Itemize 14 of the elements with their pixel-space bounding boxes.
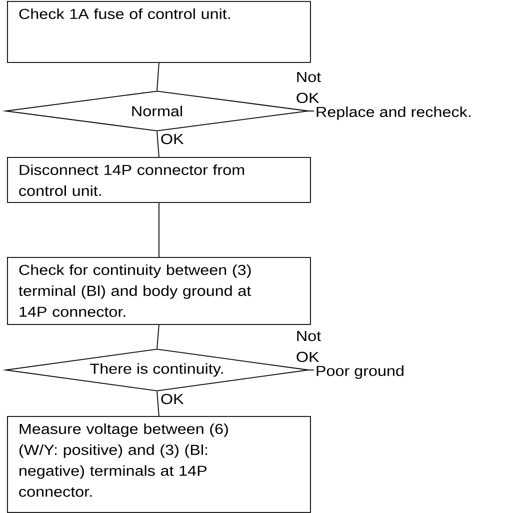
process-box: Check 1A fuse of control unit. [7,1,311,63]
connector-line [156,324,160,349]
connector-line [156,391,160,416]
connector-line [158,202,160,258]
process-box: Measure voltage between (6) (W/Y: positive) and (3) (Bl: negative) terminals at 14P connector. [7,416,311,513]
connector-line [156,62,160,91]
process-box: Check for continuity between (3) terminal (Bl) and body ground at 14P connector. [7,257,311,325]
connector-line [156,131,160,158]
edge-label: OK [159,132,185,146]
result-text: Replace and recheck. [316,106,470,120]
connector-line [308,110,314,112]
result-text: Poor ground [316,365,404,379]
edge-label: OK [159,392,185,406]
process-box: Disconnect 14P connector from control unit. [7,157,311,203]
